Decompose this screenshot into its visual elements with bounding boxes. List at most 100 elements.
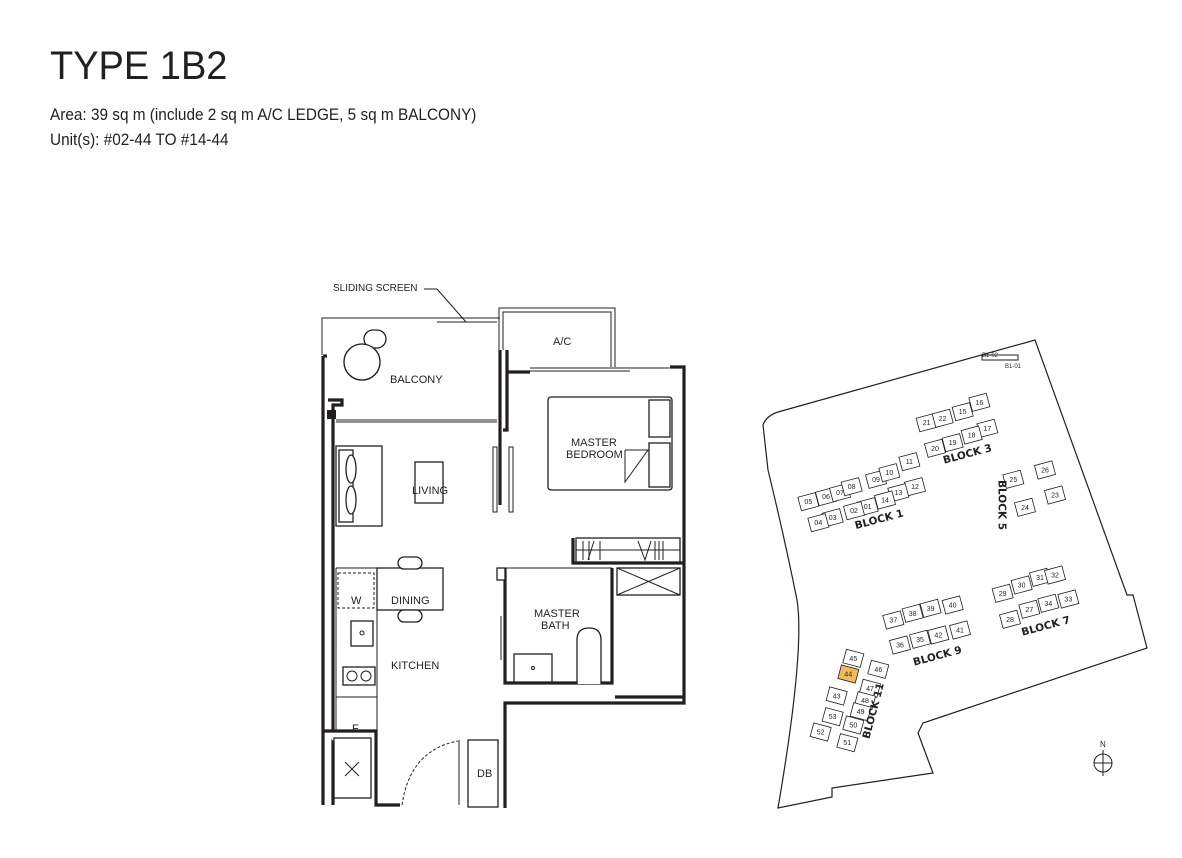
leader-line — [436, 288, 467, 323]
unit-number: 09 — [872, 477, 880, 484]
site-unit — [842, 648, 865, 668]
site-unit — [968, 392, 991, 412]
unit-number: 33 — [1064, 597, 1072, 604]
unit-number: 26 — [1041, 468, 1049, 475]
site-unit — [1044, 565, 1066, 585]
site-unit — [825, 686, 848, 706]
unit-number: 40 — [949, 603, 957, 610]
block-label: BLOCK 5 — [995, 480, 1007, 530]
outer-wall-left — [321, 354, 344, 805]
unit-number: 52 — [817, 730, 825, 737]
unit-type-title: TYPE 1B2 — [50, 44, 228, 88]
unit-number: 17 — [983, 426, 991, 433]
unit-number: 51 — [843, 740, 851, 747]
site-unit — [924, 438, 946, 458]
unit-number: 08 — [848, 484, 856, 491]
site-unit — [927, 625, 950, 645]
basement-label-1: B1-02 — [982, 353, 999, 359]
site-unit — [867, 659, 890, 679]
unit-number: 31 — [1036, 575, 1044, 582]
sliding-screen-label: SLIDING SCREEN — [333, 283, 417, 294]
unit-number: 46 — [874, 667, 882, 674]
site-unit — [1044, 485, 1066, 505]
floor-plan: SLIDING SCREEN BALCONY A/C MASTER BEDROO… — [321, 283, 686, 808]
unit-number: 34 — [1044, 601, 1052, 608]
bed-icon — [547, 396, 673, 491]
unit-number: 27 — [1025, 607, 1033, 614]
unit-number: 42 — [934, 633, 942, 640]
unit-number: 03 — [829, 515, 837, 522]
unit-number: 50 — [849, 723, 857, 730]
master-bath-label: MASTER — [534, 608, 580, 620]
site-unit — [1002, 469, 1025, 489]
unit-number: 28 — [1006, 617, 1014, 624]
sink-icon — [350, 620, 374, 647]
site-unit — [882, 610, 905, 630]
service-riser-icon — [327, 410, 336, 419]
unit-number: 35 — [916, 637, 924, 644]
site-unit — [1018, 599, 1041, 619]
unit-number: 41 — [956, 628, 964, 635]
basement-label-2: B1-01 — [1005, 364, 1022, 370]
toilet-icon — [576, 627, 602, 684]
site-boundary — [762, 339, 1148, 809]
unit-number: 47 — [866, 686, 874, 693]
area-info: Area: 39 sq m (include 2 sq m A/C LEDGE,… — [50, 106, 477, 124]
unit-number: 30 — [1018, 583, 1026, 590]
unit-number: 38 — [909, 611, 917, 618]
master-bath-label-2: BATH — [541, 620, 570, 632]
unit-number: 29 — [999, 591, 1007, 598]
unit-number: 16 — [975, 400, 983, 407]
unit-number: 19 — [949, 440, 957, 447]
fridge-label: F — [352, 723, 359, 735]
site-unit — [843, 501, 865, 521]
unit-number: 14 — [881, 498, 889, 505]
master-bedroom-label: MASTER — [571, 437, 617, 449]
unit-number: 20 — [931, 446, 939, 453]
unit-number: 39 — [927, 606, 935, 613]
washer-icon — [337, 572, 375, 609]
unit-number: 45 — [849, 656, 857, 663]
unit-number: 49 — [857, 709, 865, 716]
washer-label: W — [351, 595, 362, 607]
site-unit — [836, 733, 859, 753]
site-unit — [999, 609, 1021, 629]
site-unit — [949, 620, 971, 640]
unit-number: 48 — [861, 698, 869, 705]
master-bedroom-label-2: BEDROOM — [566, 449, 623, 461]
unit-number: 36 — [896, 643, 904, 650]
unit-number: 23 — [1051, 493, 1059, 500]
site-unit — [874, 490, 896, 510]
site-unit — [941, 595, 964, 615]
coffee-table-icon — [414, 461, 444, 504]
unit-number: 18 — [968, 433, 976, 440]
unit-number: 24 — [1021, 505, 1029, 512]
living-label: LIVING — [412, 485, 448, 497]
site-plan: B1-02 B1-01 0506070809101112131401020304… — [762, 339, 1148, 809]
site-unit — [898, 452, 921, 472]
unit-number: 53 — [829, 714, 837, 721]
db-box — [467, 739, 499, 808]
unit-number: 06 — [822, 494, 830, 501]
site-unit — [960, 425, 983, 445]
site-unit — [809, 722, 832, 742]
site-unit — [951, 402, 974, 422]
basin-icon — [513, 653, 553, 683]
dining-label: DINING — [391, 595, 430, 607]
unit-number: 05 — [804, 499, 812, 506]
site-unit — [840, 477, 863, 497]
unit-number: 07 — [836, 490, 844, 497]
unit-number: 10 — [885, 470, 893, 477]
unit-number: 15 — [959, 409, 967, 416]
site-unit — [807, 513, 830, 533]
site-unit — [1034, 460, 1056, 480]
ac-label: A/C — [553, 336, 571, 348]
balcony-label: BALCONY — [390, 374, 443, 386]
site-unit — [1057, 589, 1080, 609]
north-arrow: N — [1093, 740, 1113, 776]
site-unit — [919, 598, 942, 618]
